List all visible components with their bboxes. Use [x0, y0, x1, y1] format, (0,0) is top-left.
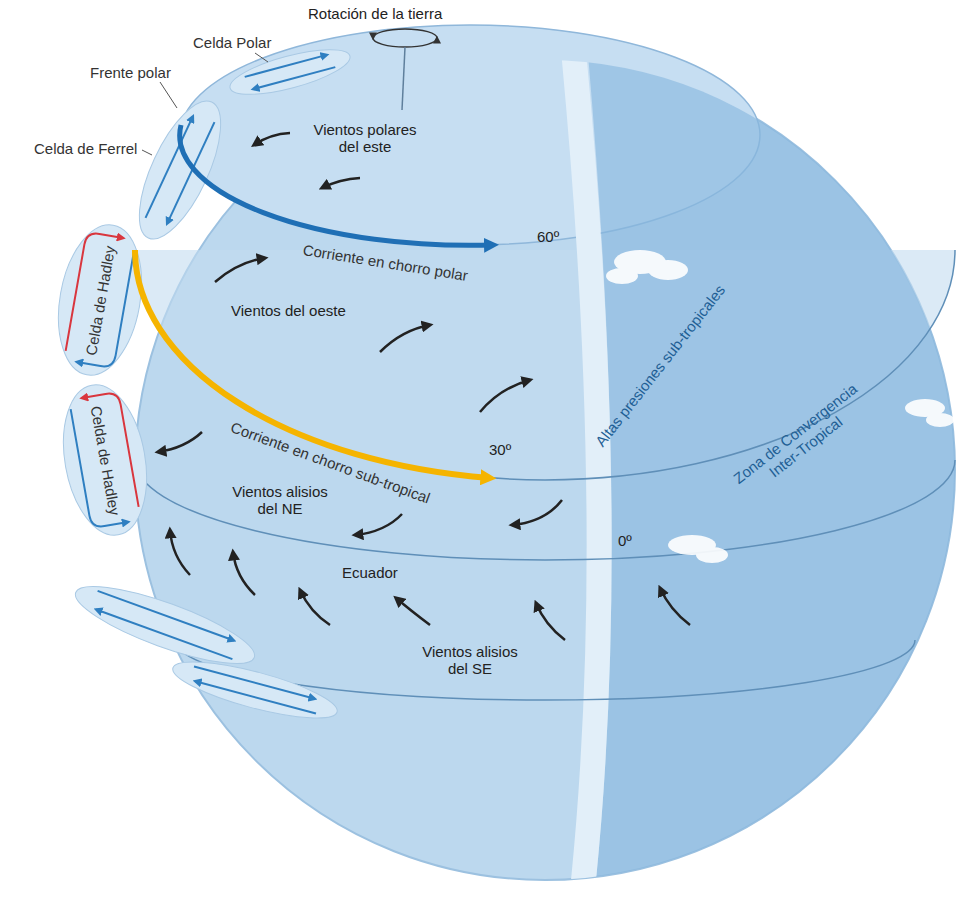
cell-shape [47, 218, 152, 382]
trade-wind-arrow [233, 552, 255, 595]
ferrel-cell [123, 90, 237, 250]
trade-wind-arrow [660, 588, 690, 625]
cell-label: Celda de Ferrel [34, 140, 137, 157]
hadley-cell-north [47, 218, 152, 382]
cell-flow [146, 116, 193, 218]
westerly-arrow [380, 325, 430, 352]
latitude-label: 30º [489, 441, 511, 458]
cell-shape [52, 378, 157, 542]
rotation-axis [402, 47, 405, 110]
wind-label: Vientos polares del este [305, 121, 425, 156]
cloud [606, 268, 638, 284]
trade-wind-arrow [512, 500, 562, 525]
rotation-arrow [373, 29, 437, 38]
trade-wind-arrow [300, 590, 330, 625]
dark-hemisphere [585, 20, 966, 890]
trade-wind-arrow [355, 514, 402, 535]
easterly-arrow [322, 178, 360, 188]
cell-flow [167, 122, 214, 224]
hadley-cell-south [52, 378, 157, 542]
cell-flow [194, 666, 315, 698]
cell-flow [66, 232, 123, 358]
cell-flow [195, 681, 316, 713]
night-side [560, 20, 966, 890]
wind-label: Vientos alisios del NE [225, 483, 335, 518]
trade-wind-arrow [396, 598, 430, 625]
wind-label: Vientos del oeste [231, 302, 346, 319]
cell-shape [123, 90, 237, 250]
cell-label: Celda Polar [193, 34, 271, 51]
latitude-label: 0º [618, 532, 632, 549]
cloud [926, 413, 954, 427]
subtropical-jet [135, 250, 490, 478]
latitude-label: 60º [537, 228, 559, 245]
trade-wind-arrow [536, 603, 565, 640]
leader-line [255, 53, 268, 62]
rotation-label: Rotación de la tierra [308, 5, 442, 22]
cell-flow [71, 403, 128, 529]
wind-label: Vientos alisios del SE [415, 643, 525, 678]
leader-line [160, 82, 177, 108]
trade-wind-arrow [170, 530, 190, 575]
rotation-arrow [373, 38, 437, 47]
westerly-arrow [215, 258, 265, 282]
westerly-arrow [480, 380, 530, 412]
cloud [648, 260, 688, 280]
leader-line [142, 150, 152, 155]
wind-arrows [158, 133, 690, 640]
polar-cell-south [168, 651, 342, 730]
cell-flow [98, 591, 234, 641]
trade-wind-arrow [158, 432, 202, 452]
polar-jet [180, 125, 493, 245]
cell-shape [68, 572, 262, 678]
cloud [696, 547, 728, 563]
cell-shape [168, 651, 342, 730]
cell-flow [96, 610, 232, 660]
ferrel-cell-south [68, 572, 262, 678]
front-label: Frente polar [90, 64, 171, 81]
easterly-arrow [254, 133, 290, 145]
meridian-band [560, 40, 612, 890]
equator-label: Ecuador [342, 564, 398, 581]
equator-line [135, 460, 955, 560]
cell-flow [253, 67, 335, 89]
clouds [606, 250, 954, 563]
latitude-30s [175, 640, 915, 700]
